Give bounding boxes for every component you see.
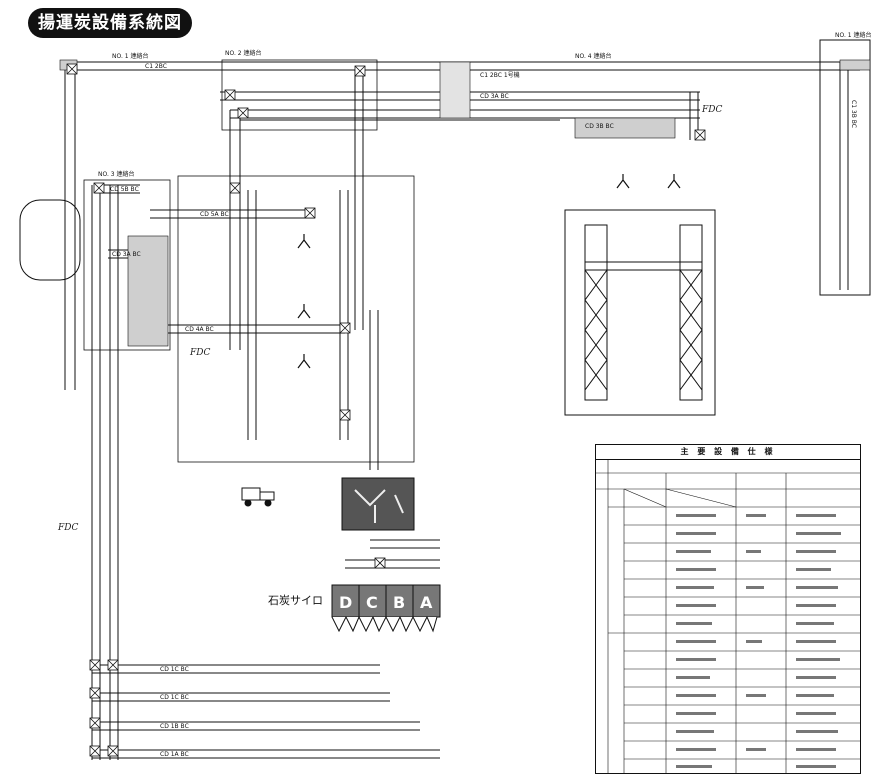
silo-bin-d: D [339,593,352,612]
conveyor-cd5: CD 5A BC [200,211,229,218]
silo-bin-c: C [366,593,378,612]
conveyor-right-vertical: C1 3B BC [850,100,857,128]
coal-silo-group: D C B A 石炭サイロ [268,585,440,631]
conveyor-bottom-1: CD 1C BC [160,666,189,673]
equipment-spec-table-grid [596,459,860,773]
equipment-spec-table-title: 主 要 設 備 仕 様 [596,445,860,460]
silo-label: 石炭サイロ [268,594,323,607]
conveyor-cd-left: CD 5B BC [110,186,139,193]
conveyor-cd-left2: CD 3A BC [112,251,141,258]
conveyor-c1: C1 2BC [145,63,167,70]
pier-no3: NO. 3 連絡台 [98,170,135,178]
conveyor-bottom-4: CD 1A BC [160,751,189,758]
silo-bin-b: B [393,593,405,612]
fdc-note-a: FDC [701,105,722,115]
pier-no4: NO. 4 連絡台 [575,52,612,60]
conveyor-c1a: C1 2BC 1号機 [480,71,520,79]
pier-no1-left: NO. 1 連絡台 [112,52,149,60]
fdc-note-b: FDC [189,348,210,358]
silo-bin-a: A [420,593,433,612]
conveyor-cd3b: CD 3B BC [585,123,614,130]
conveyor-cd4: CD 4A BC [185,326,214,333]
pier-no1-right: NO. 1 連絡台 [835,31,872,39]
conveyor-bottom-2: CD 1C BC [160,694,189,701]
conveyor-bottom-3: CD 1B BC [160,723,189,730]
fdc-note-c: FDC [57,523,78,533]
conveyor-cd3: CD 3A BC [480,93,509,100]
equipment-spec-table: 主 要 設 備 仕 様 [595,444,861,774]
pier-no2: NO. 2 連絡台 [225,49,262,57]
